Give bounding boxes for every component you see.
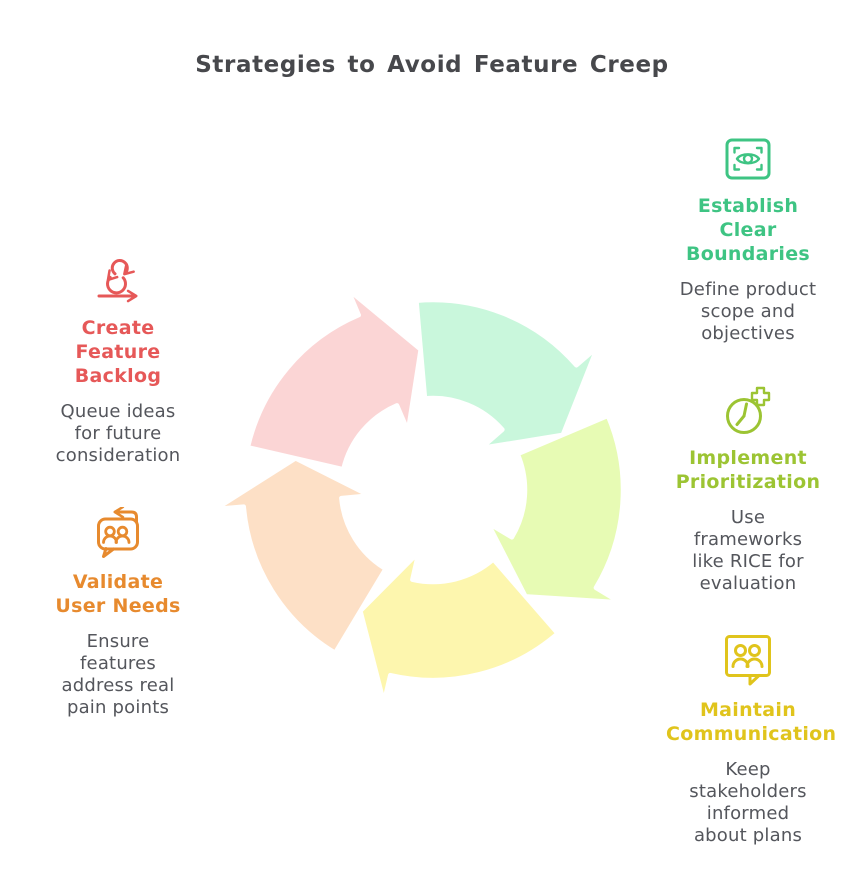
item-maintain-communication: Maintain Communication Keep stakeholders…: [666, 634, 837, 847]
item-description: Ensure features address real pain points: [61, 631, 175, 718]
item-description: Queue ideas for future consideration: [55, 401, 181, 466]
chat-users-icon: [725, 635, 771, 686]
cycle-segment-bottom: [358, 550, 560, 705]
cycle-diagram: [213, 287, 626, 705]
item-validate-user-needs: Validate User Needs Ensure features addr…: [36, 506, 200, 719]
item-establish-clear-boundaries: Establish Clear Boundaries Define produc…: [666, 130, 830, 345]
item-implement-prioritization: Implement Prioritization Use frameworks …: [666, 382, 830, 595]
item-title: Maintain Communication: [666, 699, 837, 745]
cycle-segment-top-right: [414, 297, 600, 451]
cycle-segment-right: [485, 413, 626, 605]
page-title: Strategies to Avoid Feature Creep: [195, 52, 669, 78]
feedback-bubble-icon: [97, 507, 139, 558]
item-description: Keep stakeholders informed about plans: [689, 759, 807, 846]
item-title: Validate User Needs: [55, 571, 181, 617]
sprint-loop-icon: [97, 259, 138, 303]
clock-plus-icon: [726, 386, 771, 434]
item-create-feature-backlog: Create Feature Backlog Queue ideas for f…: [36, 252, 200, 467]
item-description: Define product scope and objectives: [679, 279, 817, 344]
item-title: Create Feature Backlog: [74, 317, 162, 387]
item-title: Establish Clear Boundaries: [685, 195, 811, 265]
cycle-segment-top-left: [245, 287, 423, 472]
item-description: Use frameworks like RICE for evaluation: [692, 507, 804, 594]
item-title: Implement Prioritization: [675, 447, 821, 493]
eye-scan-icon: [725, 138, 771, 180]
cycle-segment-left: [213, 456, 388, 656]
